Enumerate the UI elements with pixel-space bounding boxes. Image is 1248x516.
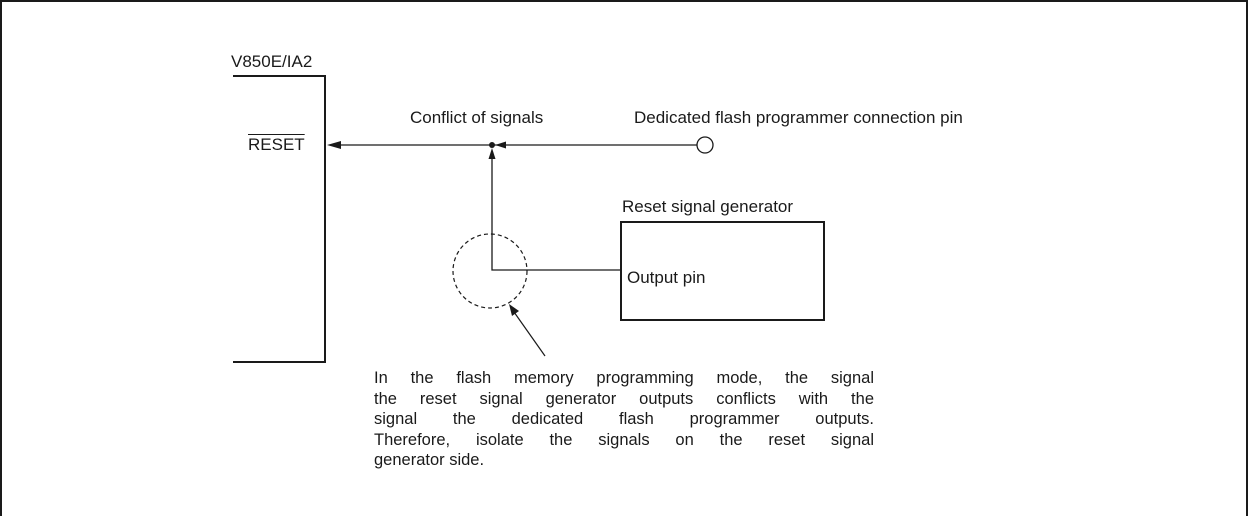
reset-generator-box	[620, 221, 825, 321]
explanatory-note: In the flash memory programming mode, th…	[374, 368, 874, 471]
junction-dot	[489, 142, 495, 148]
connection-pin-circle	[696, 136, 714, 154]
chip-arrowhead	[327, 141, 341, 149]
conflict-dashed-circle	[452, 233, 528, 309]
output-pin-label: Output pin	[627, 268, 706, 287]
conflict-label: Conflict of signals	[410, 108, 544, 127]
vertical-arrowhead	[488, 148, 496, 159]
junction-arrowhead	[495, 141, 506, 149]
note-line: In the flash memory programming mode, th…	[374, 369, 874, 387]
note-line: Therefore, isolate the signals on the re…	[374, 430, 874, 449]
note-line: signal the dedicated flash programmer ou…	[374, 410, 874, 428]
output-signal-line	[491, 156, 621, 271]
chip-name-label: V850E/IA2	[231, 52, 313, 71]
note-pointer-line	[513, 311, 546, 357]
note-pointer-arrowhead	[509, 304, 519, 316]
chip-outline	[233, 75, 326, 363]
generator-title: Reset signal generator	[622, 197, 794, 216]
note-line: the reset signal generator outputs confl…	[374, 389, 874, 408]
note-line: generator side.	[374, 451, 485, 469]
connection-pin-label: Dedicated flash programmer connection pi…	[634, 108, 963, 127]
reset-pin-label: RESET	[248, 135, 305, 154]
